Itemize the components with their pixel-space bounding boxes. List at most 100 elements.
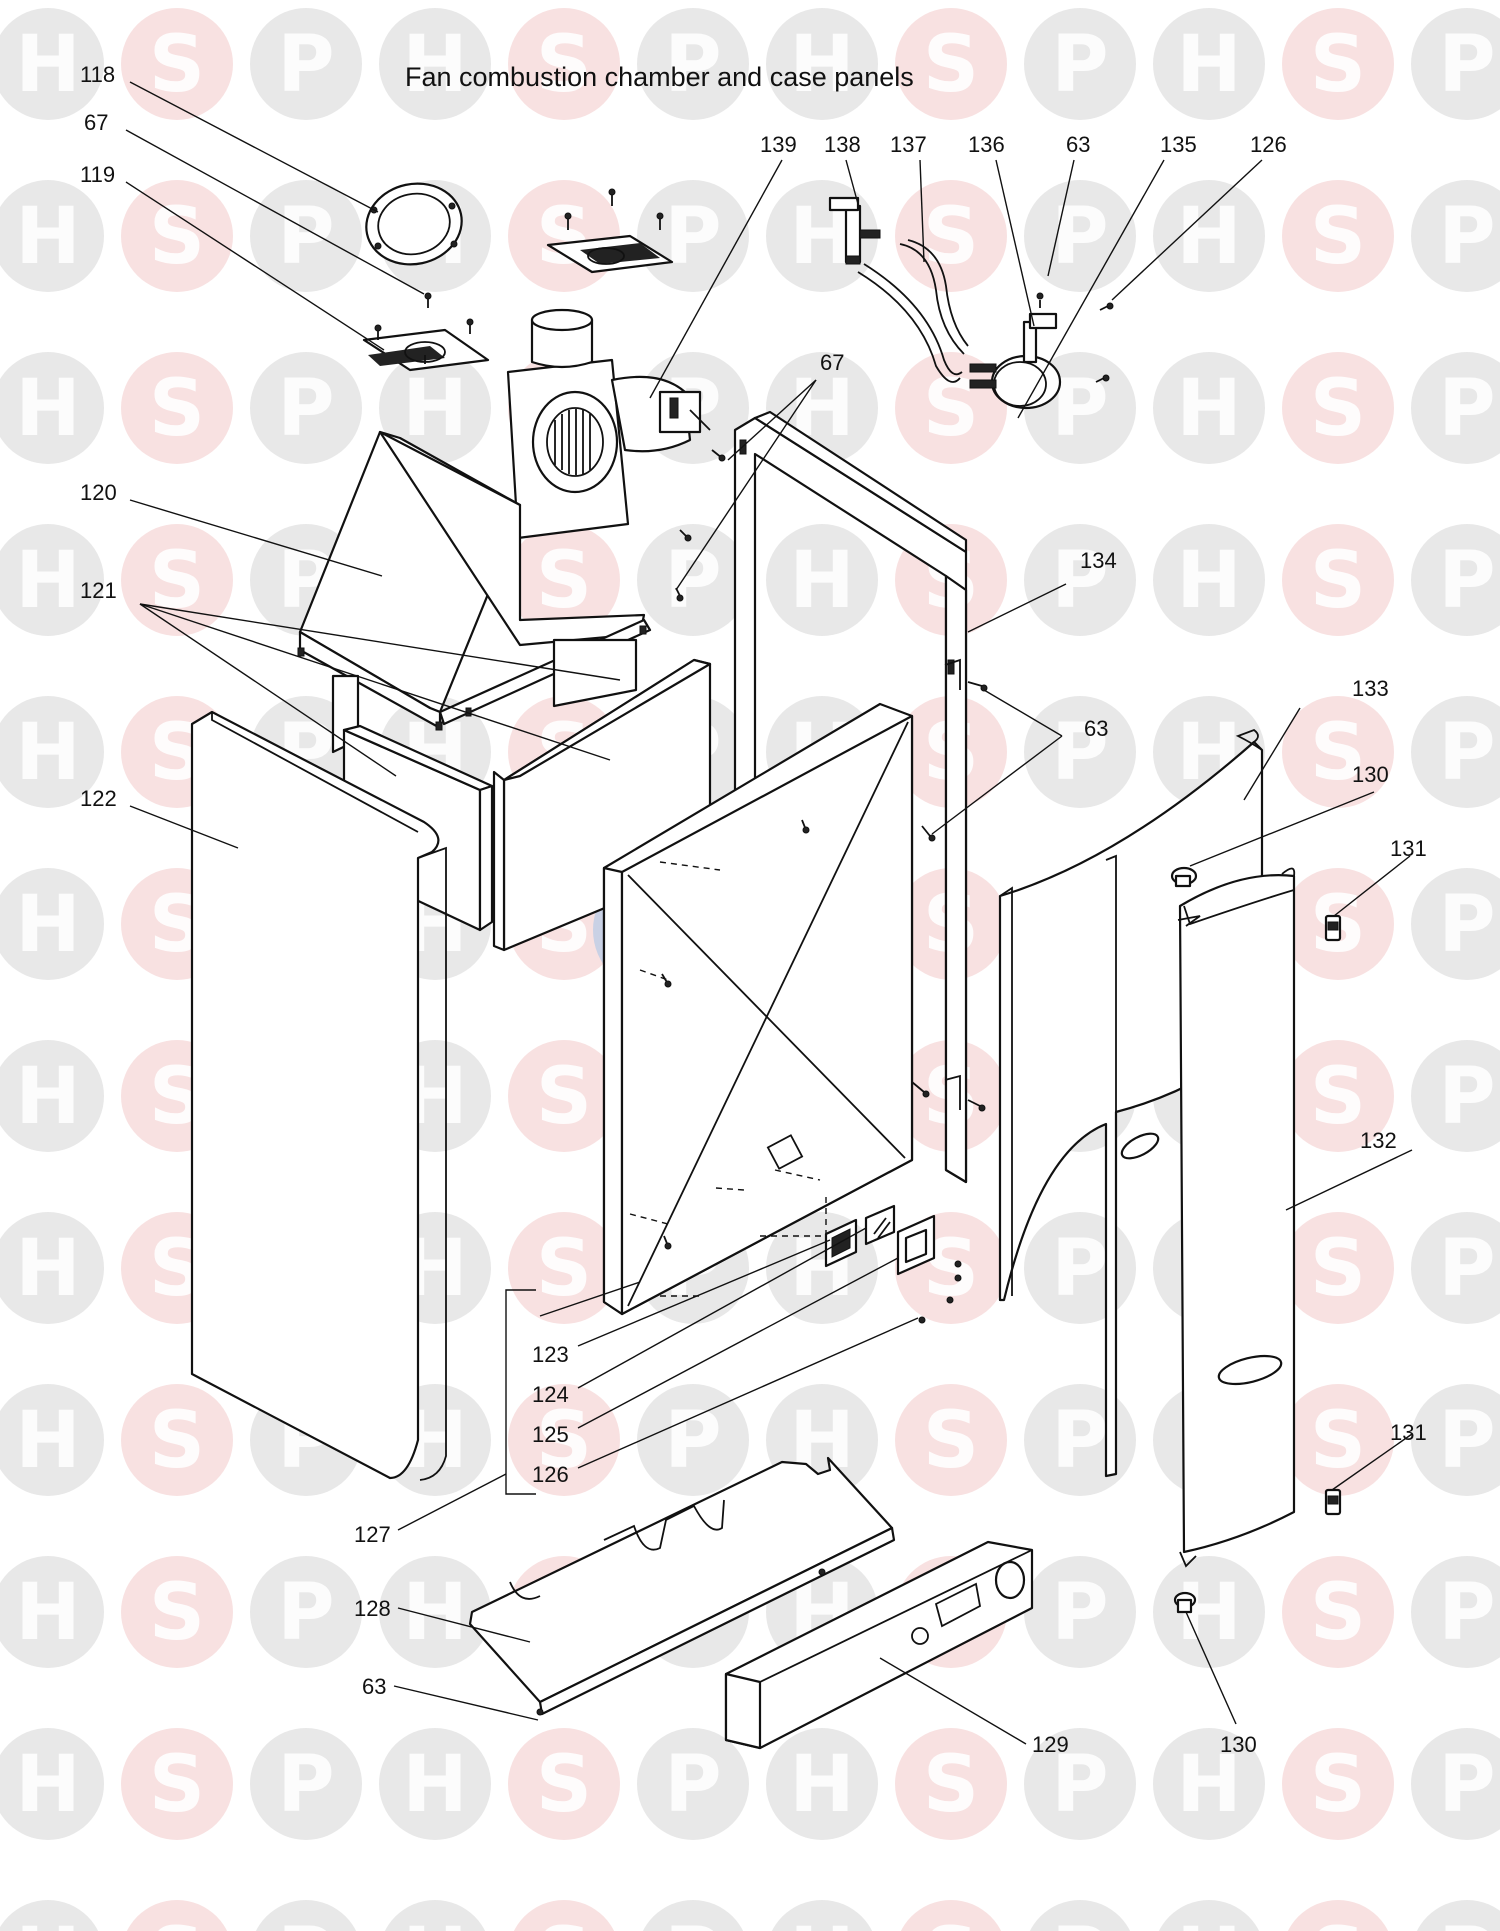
callout-130: 130 — [1220, 1732, 1257, 1757]
part-123-front-panel — [602, 702, 914, 1316]
watermark-circle — [250, 1728, 362, 1840]
watermark-circle — [0, 868, 104, 980]
watermark-circle — [1411, 180, 1500, 292]
watermark-circle — [895, 1384, 1007, 1496]
part-124-125-126-sight-glass — [824, 1204, 962, 1324]
watermark-letter: H — [15, 1568, 80, 1658]
watermark-circle — [0, 696, 104, 808]
watermark-circle — [0, 1384, 104, 1496]
watermark-letter: P — [277, 364, 334, 454]
watermark-letter: H — [789, 20, 854, 110]
watermark-letter: H — [15, 20, 80, 110]
watermark-letter: S — [1310, 20, 1366, 110]
watermark-circle — [250, 180, 362, 292]
watermark-circle — [771, 1900, 873, 1931]
callout-139: 139 — [760, 132, 797, 157]
part-122-left-side-panel — [190, 710, 447, 1481]
watermark-circle — [1153, 180, 1265, 292]
callout-67: 67 — [84, 110, 108, 135]
part-fan-mounting-plate — [546, 188, 674, 274]
callout-133: 133 — [1352, 676, 1389, 701]
watermark-letter: P — [664, 1740, 721, 1830]
watermark-circle — [637, 8, 749, 120]
watermark-circle — [121, 1728, 233, 1840]
part-135-pressure-switch — [969, 312, 1062, 410]
watermark-circle — [637, 180, 749, 292]
watermark-circle — [379, 8, 491, 120]
part-131-fixings — [1324, 914, 1342, 1516]
watermark-circle — [379, 1556, 491, 1668]
part-138-test-nipple — [828, 196, 881, 265]
watermark-circle — [1282, 352, 1394, 464]
watermark-circle — [1153, 1728, 1265, 1840]
watermark-letter: S — [536, 20, 592, 110]
bracket-127 — [505, 1289, 536, 1495]
watermark-letter: H — [402, 364, 467, 454]
watermark-letter: P — [664, 1396, 721, 1486]
watermark-letter: P — [1051, 364, 1108, 454]
callout-123: 123 — [532, 1342, 569, 1367]
watermark-circle — [0, 352, 104, 464]
part-118-gasket-ring — [365, 182, 463, 266]
watermark-letter: H — [15, 536, 80, 626]
watermark-circle — [1411, 1384, 1500, 1496]
watermark-letter: P — [1438, 880, 1495, 970]
watermark-circle — [0, 1556, 104, 1668]
watermark-letter: P — [1051, 1224, 1108, 1314]
watermark-circle — [121, 352, 233, 464]
watermark-circle — [1024, 1556, 1136, 1668]
watermark-circle — [384, 1900, 486, 1931]
watermark-letter: P — [664, 536, 721, 626]
watermark-letter: P — [1051, 20, 1108, 110]
watermark-letter: S — [1310, 1740, 1366, 1830]
callout-labels: 118 67 119 139 138 137 136 63 135 126 67… — [80, 62, 1427, 1757]
watermark-letter: S — [1310, 536, 1366, 626]
watermark-letter: P — [277, 20, 334, 110]
watermark-letter: P — [664, 192, 721, 282]
watermark-letter: S — [1310, 708, 1366, 798]
watermark-circle — [1158, 1900, 1260, 1931]
watermark-circle — [1024, 8, 1136, 120]
watermark-circle — [126, 1900, 228, 1931]
watermark-letter: P — [664, 20, 721, 110]
watermark-letter: H — [1176, 20, 1241, 110]
callout-126: 126 — [532, 1462, 569, 1487]
watermark-circle — [0, 1040, 104, 1152]
watermark-circle — [1282, 524, 1394, 636]
watermark-letter: S — [1310, 1396, 1366, 1486]
watermark-letter: H — [15, 880, 80, 970]
watermark-letter: H — [15, 1052, 80, 1142]
watermark-letter: P — [1051, 1740, 1108, 1830]
callout-118: 118 — [80, 62, 115, 87]
watermark-circle — [895, 1728, 1007, 1840]
callout-126: 126 — [1250, 132, 1287, 157]
watermark-letter: P — [1438, 1052, 1495, 1142]
watermark-letter: P — [664, 1912, 721, 1931]
watermark-letter: S — [149, 536, 205, 626]
watermark-circle — [895, 180, 1007, 292]
watermark-circle — [637, 1384, 749, 1496]
watermark-circle — [379, 352, 491, 464]
watermark-circle — [1287, 1900, 1389, 1931]
callout-63: 63 — [1066, 132, 1090, 157]
watermark-letter: P — [1438, 20, 1495, 110]
watermark-letter: S — [149, 1396, 205, 1486]
watermark-circle — [0, 1900, 99, 1931]
watermark-circle — [1282, 1384, 1394, 1496]
watermark-circle — [508, 1728, 620, 1840]
watermark-letter: P — [1438, 364, 1495, 454]
watermark-letter: S — [149, 1740, 205, 1830]
watermark-letter: P — [1438, 1912, 1495, 1931]
watermark-circle — [766, 1728, 878, 1840]
part-63-screws — [661, 449, 988, 1250]
part-119-cover-plate — [362, 292, 490, 372]
watermark-letter: P — [1438, 708, 1495, 798]
callout-67: 67 — [820, 350, 844, 375]
watermark-circle — [1411, 524, 1500, 636]
watermark-letter: H — [402, 1912, 467, 1931]
watermark-circle — [1282, 1212, 1394, 1324]
watermark-circle — [250, 8, 362, 120]
callout-63: 63 — [1084, 716, 1108, 741]
callout-129: 129 — [1032, 1732, 1069, 1757]
